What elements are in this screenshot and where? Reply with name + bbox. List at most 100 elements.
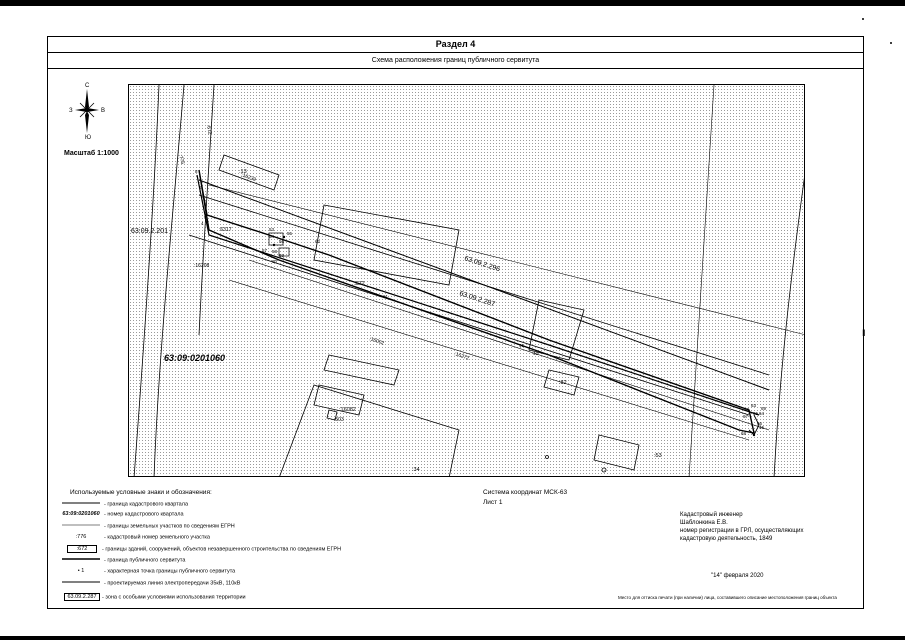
legend-row-power-line: - проектируемая линия электропередачи 35…	[62, 580, 240, 586]
parcel-label: :16082	[339, 407, 356, 413]
svg-text:58: 58	[272, 249, 278, 254]
building-503	[326, 409, 338, 421]
parcel-16239	[218, 154, 280, 191]
legend-symbol-box: 63.09.2.287	[64, 593, 100, 601]
legend-text: - зона с особыми условиями использования…	[102, 594, 246, 601]
legend-text: - границы зданий, сооружений, объектов н…	[102, 546, 342, 553]
legend-text: - граница публичного сервитута	[104, 557, 186, 564]
svg-text:69: 69	[761, 406, 767, 411]
legend-row-buildings: :672 - границы зданий, сооружений, объект…	[62, 545, 341, 553]
sheet-number: Лист 1	[483, 499, 503, 506]
parcel-label: :672	[205, 124, 213, 135]
well-symbol	[545, 455, 549, 459]
engineer-name: Шаблонкина Е.В.	[680, 520, 728, 526]
scan-speck	[890, 42, 892, 44]
quarter-number-label: 63:09:0201060	[164, 353, 225, 363]
parcel-34	[279, 384, 460, 476]
svg-text:60: 60	[272, 259, 278, 264]
svg-text:9: 9	[204, 215, 207, 220]
point-cluster-west	[268, 232, 290, 257]
legend-text: - проектируемая линия электропередачи 35…	[104, 580, 241, 587]
svg-text:57: 57	[262, 248, 268, 253]
svg-text:42: 42	[533, 351, 539, 356]
parcel-label: :13	[239, 169, 247, 175]
legend-text: - номер кадастрового квартала	[104, 511, 184, 518]
point-numbers: 8 1 9 53 54 55 56 57 58 59 60 62 61 41 4…	[195, 169, 767, 436]
parcel-label: :16239	[240, 172, 257, 183]
svg-text:45: 45	[759, 425, 765, 430]
scan-speck	[862, 18, 864, 20]
parcel-label: :672	[354, 281, 365, 287]
legend-symbol-box: :672	[67, 545, 97, 553]
legend-symbol-point: • 1	[77, 568, 85, 574]
legend-symbol-line	[62, 501, 100, 507]
legend-text: - границы земельных участков по сведения…	[104, 523, 235, 530]
legend-text: - кадастровый номер земельного участка	[104, 534, 210, 541]
parcel-16082	[313, 384, 365, 416]
compass-north-label: С	[85, 83, 90, 89]
legend-symbol-line	[62, 523, 100, 529]
parcel-boundary-line	[228, 279, 750, 441]
parcel-label: :776	[177, 154, 185, 165]
power-line-route	[198, 179, 770, 391]
building-outline	[593, 434, 640, 471]
svg-text:67: 67	[743, 414, 749, 419]
document-sheet: Раздел 4 Схема расположения границ публи…	[47, 36, 864, 609]
compass-needle-east	[83, 108, 99, 112]
svg-text:48: 48	[744, 407, 750, 412]
svg-text:61: 61	[383, 294, 389, 299]
cadastral-engineer-block: Кадастровый инженер Шаблонкина Е.В. номе…	[680, 511, 803, 543]
legend-symbol-text: 63:09:0201060	[62, 511, 100, 517]
zone-label: 63.09.2.287	[458, 290, 495, 308]
engineer-registration: номер регистрации в ГРЛ, осуществляющих	[680, 528, 804, 534]
stamp-footnote: Место для оттиска печати (при наличии) л…	[618, 595, 837, 600]
power-line-route	[196, 174, 760, 416]
svg-text:8: 8	[195, 169, 198, 174]
parcel-672	[313, 204, 460, 286]
compass-west-label: З	[69, 108, 73, 114]
parcel-label: :16208	[194, 263, 210, 269]
legend-symbol-line	[62, 580, 100, 586]
legend-row-special-zone: 63.09.2.287- зона с особыми условиями ис…	[62, 593, 246, 601]
svg-text:63: 63	[751, 403, 757, 408]
well-symbol	[601, 467, 607, 473]
compass-needle-north	[85, 89, 89, 111]
svg-text:55: 55	[287, 231, 293, 236]
bottom-border	[0, 636, 905, 640]
scheme-subtitle: Схема расположения границ публичного сер…	[48, 53, 863, 69]
svg-text:53: 53	[269, 227, 275, 232]
legend-title: Используемые условные знаки и обозначени…	[70, 489, 212, 496]
engineer-title: Кадастровый инженер	[680, 512, 743, 518]
svg-text:64: 64	[759, 411, 765, 416]
parcel-label: :53	[654, 453, 662, 459]
cadastral-map: 63:09:0201060 :13 :16239 :16208 :6317 :6…	[128, 84, 805, 477]
point-cluster-east	[748, 414, 760, 437]
parcel-label: :16002	[368, 336, 385, 346]
engineer-registration-number: кадастровую деятельность, 1849	[680, 536, 773, 542]
compass-needle-south	[85, 111, 89, 133]
building-outline	[323, 354, 400, 386]
legend-row-quarter-number: 63:09:0201060 - номер кадастрового кварта…	[62, 511, 184, 518]
parcel-label: :503	[334, 417, 344, 423]
svg-text:65: 65	[753, 411, 759, 416]
legend-row-quarter-boundary: - граница кадастрового квартала	[62, 501, 188, 507]
zone-boundary-line	[188, 234, 750, 416]
coordinate-system: Система координат МСК-63	[483, 489, 568, 496]
svg-text:4: 4	[201, 221, 204, 226]
parcel-label: :82	[559, 380, 567, 386]
svg-text:62: 62	[315, 239, 321, 244]
zone-label: 63.09.2.296	[463, 255, 500, 273]
zone-boundary-line	[208, 184, 804, 335]
document-date: "14" февраля 2020	[711, 573, 764, 579]
legend-row-parcel-number: :776- кадастровый номер земельного участ…	[62, 534, 210, 540]
road-boundary-line	[133, 85, 160, 476]
svg-text:66: 66	[757, 421, 763, 426]
legend-row-parcel-boundaries: - границы земельных участков по сведения…	[62, 523, 235, 529]
svg-text:54: 54	[269, 234, 275, 239]
zone-label: 63:09.2.201	[131, 228, 168, 235]
map-scale: Масштаб 1:1000	[64, 150, 119, 157]
svg-text:56: 56	[279, 239, 285, 244]
parcel-boundary-line	[248, 259, 770, 431]
parcel-82	[543, 369, 580, 396]
legend-row-servitude-point: • 1- характерная точка границы публичног…	[62, 568, 236, 574]
